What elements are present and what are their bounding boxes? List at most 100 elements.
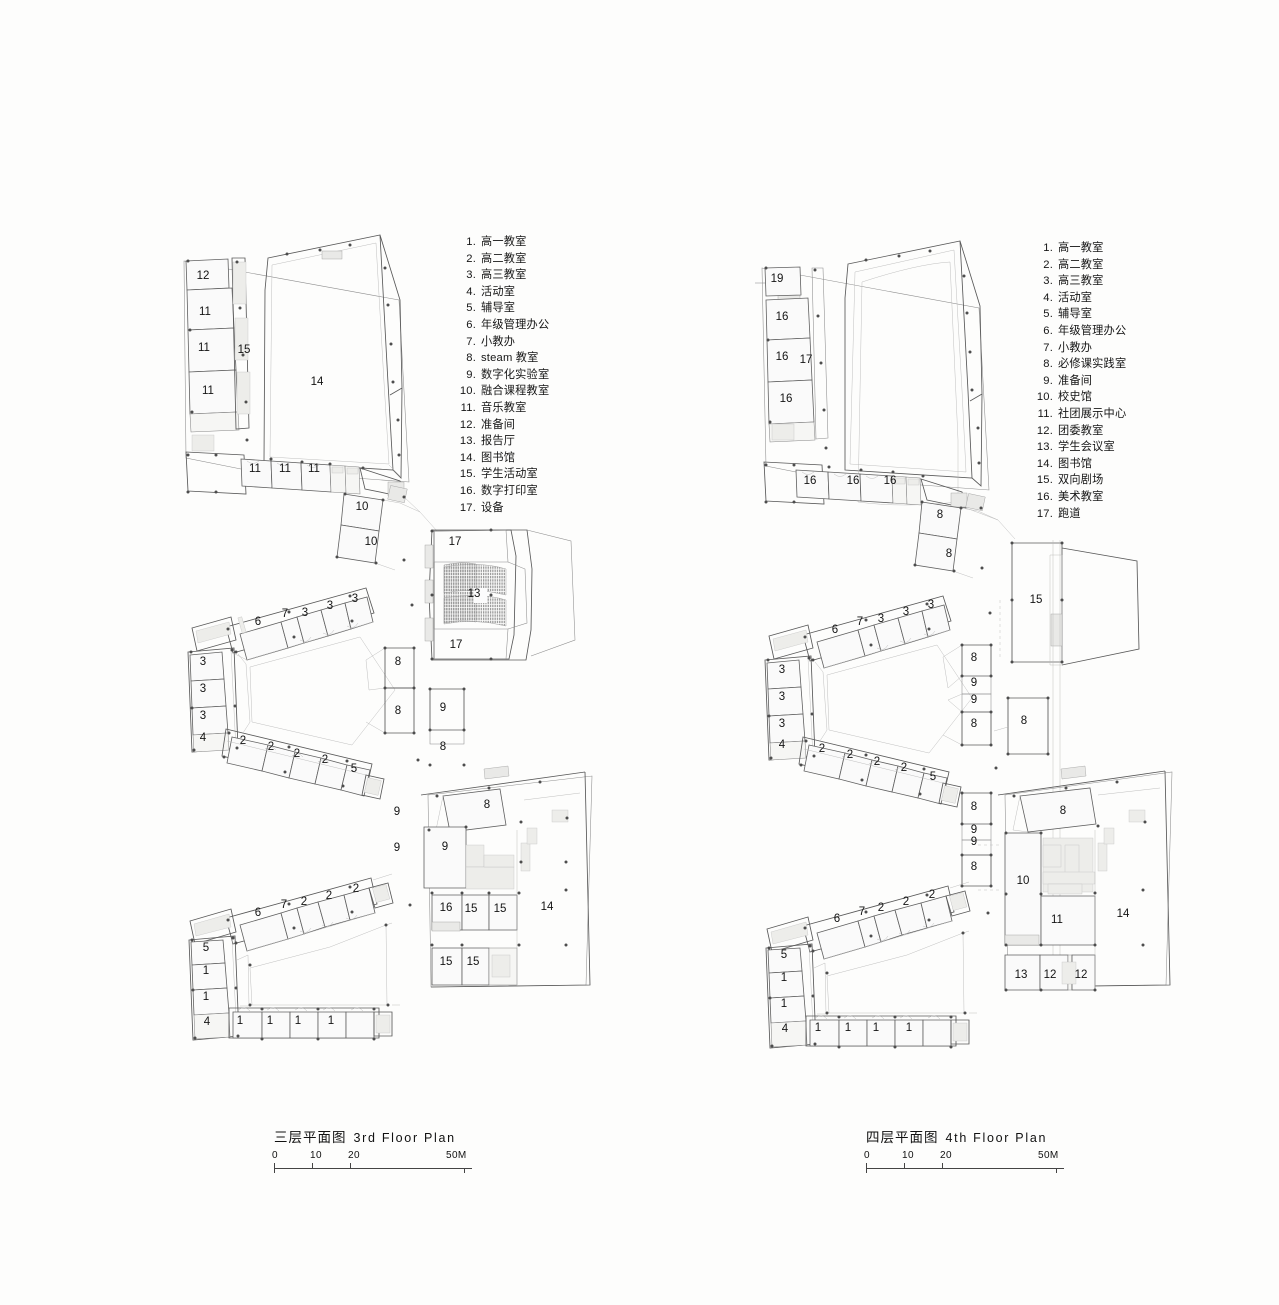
legend-item-number: 1.	[1043, 242, 1053, 254]
legend-item-number: 17.	[459, 501, 476, 514]
room-number: 2	[353, 883, 359, 895]
room-number: 5	[781, 949, 787, 961]
scale-tick-end	[464, 1168, 465, 1173]
room-number: 11	[1051, 914, 1063, 926]
room-number: 2	[874, 756, 880, 768]
legend-item-label: 活动室	[1058, 291, 1093, 304]
room-number: 15	[440, 956, 453, 968]
room-number: 16	[847, 475, 860, 487]
room-number: 11	[308, 463, 320, 475]
room-number: 6	[255, 616, 261, 628]
room-number: 9	[971, 824, 977, 836]
legend-item: 16.美术教室	[1032, 489, 1126, 506]
legend-item-label: 准备间	[481, 418, 516, 431]
room-number: 12	[1044, 969, 1057, 981]
room-number: 12	[197, 270, 210, 282]
scale-tick-label: 10	[902, 1150, 914, 1161]
legend-item: 10.校史馆	[1032, 389, 1126, 406]
legend-item-label: 高三教室	[481, 269, 527, 282]
legend-item-number: 8.	[1043, 358, 1053, 371]
legend-item: 12.准备间	[455, 417, 549, 434]
room-number: 12	[1075, 969, 1088, 981]
legend-item-number: 14.	[1036, 457, 1053, 470]
scale-tick-label: 0	[272, 1150, 278, 1161]
room-number: 14	[1117, 908, 1130, 920]
legend-item-label: 小教办	[1058, 341, 1093, 354]
legend-item: 4.活动室	[1032, 290, 1126, 307]
room-number: 7	[859, 906, 865, 918]
scale-end-label: 50M	[1038, 1150, 1059, 1161]
scale-tick	[904, 1163, 905, 1169]
room-number: 7	[857, 616, 863, 628]
legend-item-label: 高三教室	[1058, 275, 1104, 288]
room-number: 2	[929, 889, 935, 901]
legend-item: 4.活动室	[455, 284, 549, 301]
legend-item: 15.双向剧场	[1032, 472, 1126, 489]
room-number: 11	[249, 463, 261, 475]
room-number: 1	[328, 1015, 334, 1027]
room-number: 4	[779, 739, 786, 751]
legend-item: 6.年级管理办公	[1032, 323, 1126, 340]
room-number: 9	[442, 841, 448, 853]
room-number: 2	[847, 749, 853, 761]
legend-item-number: 16.	[1036, 490, 1053, 503]
legend-item: 2.高二教室	[455, 251, 549, 268]
room-number: 14	[311, 376, 324, 388]
room-number: 1	[873, 1022, 879, 1034]
room-number: 8	[440, 741, 446, 753]
scale-bar-3rd-floor: 0 10 20 50M	[272, 1150, 472, 1176]
scale-bar-line	[274, 1168, 472, 1169]
legend-item: 12.团委教室	[1032, 423, 1126, 440]
room-number: 4	[200, 732, 207, 744]
room-number: 3	[200, 683, 206, 695]
caption-3rd-floor-en: 3rd Floor Plan	[353, 1131, 456, 1145]
room-number: 1	[906, 1022, 912, 1034]
legend-item-number: 5.	[466, 302, 476, 315]
legend-item-label: 融合课程教室	[481, 385, 550, 398]
scale-tick-label: 20	[348, 1150, 360, 1161]
scale-tick	[312, 1163, 313, 1169]
legend-item: 2.高二教室	[1032, 257, 1126, 274]
room-number: 8	[395, 705, 401, 717]
legend-item-label: 图书馆	[481, 451, 516, 464]
legend-item: 7.小教办	[455, 334, 549, 351]
room-number: 5	[351, 763, 357, 775]
scale-end-label: 50M	[446, 1150, 467, 1161]
room-number: 3	[200, 656, 206, 668]
room-number: 17	[800, 354, 813, 366]
room-number: 3	[302, 607, 308, 619]
legend-item: 11.音乐教室	[455, 400, 549, 417]
legend-item-label: 辅导室	[1058, 308, 1093, 321]
room-number: 13	[1015, 969, 1028, 981]
caption-4th-floor-en: 4th Floor Plan	[945, 1131, 1048, 1145]
legend-item-label: 音乐教室	[481, 401, 527, 414]
legend-item-number: 12.	[1036, 424, 1053, 437]
room-number: 11	[199, 306, 211, 318]
legend-item: 9.准备间	[1032, 373, 1126, 390]
room-number: 3	[928, 599, 934, 611]
caption-3rd-floor-cn: 三层平面图	[274, 1130, 347, 1145]
room-number: 16	[776, 351, 789, 363]
room-number: 4	[782, 1023, 789, 1035]
legend-item-label: 活动室	[481, 285, 516, 298]
room-number: 8	[937, 509, 943, 521]
scale-bar-line	[866, 1168, 1064, 1169]
room-number: 2	[878, 902, 884, 914]
room-number: 5	[930, 771, 936, 783]
scale-tick-label: 10	[310, 1150, 322, 1161]
room-number: 1	[781, 998, 787, 1010]
room-number: 3	[352, 593, 358, 605]
room-number: 8	[971, 801, 977, 813]
room-number: 2	[294, 748, 300, 760]
legend-item-label: 数字打印室	[481, 484, 538, 497]
room-number: 3	[903, 606, 909, 618]
legend-item-number: 7.	[1043, 341, 1053, 354]
legend-item-label: 年级管理办公	[481, 318, 550, 331]
room-number: 2	[819, 743, 825, 755]
legend-item-label: 图书馆	[1058, 457, 1093, 470]
legend-item-label: 学生会议室	[1058, 441, 1115, 454]
legend-item-label: 报告厅	[481, 435, 516, 448]
legend-item-label: 高一教室	[481, 236, 527, 248]
